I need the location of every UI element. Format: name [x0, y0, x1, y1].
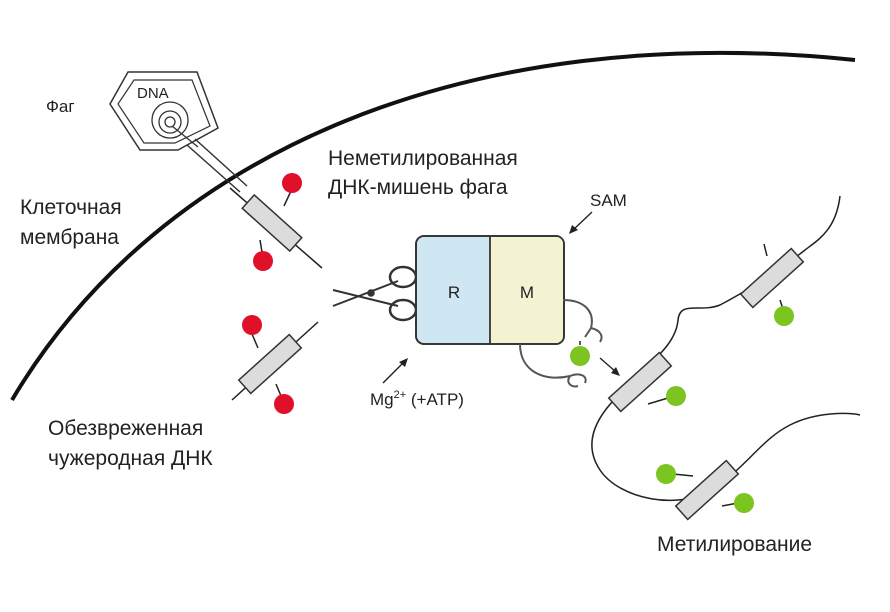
methylated-site	[739, 243, 805, 326]
neutralized-label-line1: Обезвреженная	[48, 417, 203, 440]
mg-label-base: Mg	[370, 390, 394, 409]
green-marker	[774, 306, 794, 326]
mg-label: Mg2+ (+ATP)	[370, 389, 464, 409]
sam-label: SAM	[590, 191, 627, 210]
red-marker	[253, 251, 273, 271]
membrane-label-line2: мембрана	[20, 226, 119, 249]
dna-label: DNA	[137, 85, 169, 102]
phage	[109, 71, 248, 193]
red-marker	[274, 394, 294, 414]
target-site-segment	[241, 193, 303, 253]
phage-label: Фаг	[46, 97, 75, 116]
methylase-arms	[519, 299, 603, 388]
m-domain-label: M	[520, 283, 534, 302]
phage-head-outer	[109, 71, 219, 151]
green-marker	[570, 346, 590, 366]
methylation-arrow	[599, 357, 617, 373]
mg-label-sup: 2+	[394, 389, 407, 401]
phage-dna-spiral	[151, 101, 189, 139]
target-label-line2: ДНК-мишень фага	[328, 176, 508, 199]
m-domain	[490, 237, 563, 343]
phage-target-dna	[229, 173, 323, 271]
membrane-label-line1: Клеточная	[20, 196, 122, 219]
neutralized-dna	[231, 315, 319, 414]
neutralized-label-line2: чужеродная ДНК	[48, 447, 213, 470]
green-marker	[734, 493, 754, 513]
red-marker	[242, 315, 262, 335]
cleaved-segment	[237, 333, 303, 395]
phage-head-inner	[117, 79, 211, 144]
rm-enzyme: R M	[415, 235, 565, 345]
methylated-site	[607, 351, 686, 413]
red-marker	[282, 173, 302, 193]
methylated-dna-strand	[591, 195, 861, 502]
methylation-label: Метилирование	[657, 533, 812, 556]
sam-arrow	[572, 211, 593, 231]
mg-arrow	[382, 361, 405, 384]
scissors-icon	[332, 265, 418, 322]
mg-label-rest: (+ATP)	[406, 390, 464, 409]
cell-membrane	[10, 50, 856, 402]
methylated-site	[656, 459, 754, 521]
green-marker	[656, 464, 676, 484]
green-marker	[666, 386, 686, 406]
target-label-line1: Неметилированная	[328, 147, 518, 170]
r-domain-label: R	[448, 283, 460, 302]
